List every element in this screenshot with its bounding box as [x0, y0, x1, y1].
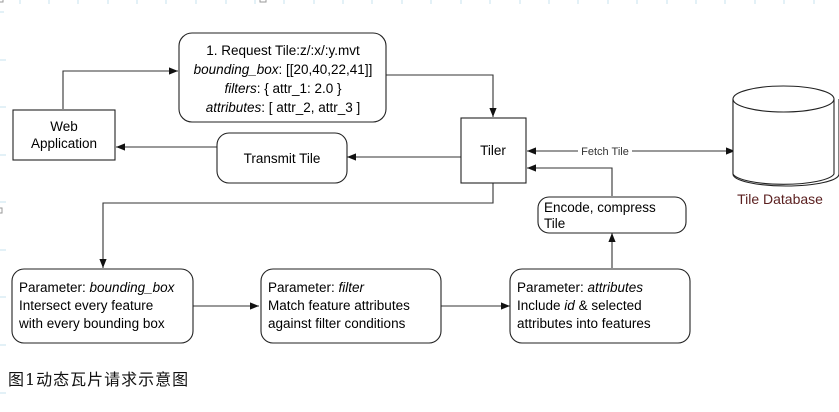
request-attrs-line: attributes: [ attr_2, attr_3 ]	[206, 100, 361, 115]
request-attrs-key: attributes	[206, 100, 262, 115]
param-attrs-key: attributes	[588, 280, 644, 295]
param-bbox-line-3: with every bounding box	[18, 316, 165, 331]
web-app-line-2: Application	[31, 136, 97, 151]
param-attrs-line2-post: & selected	[575, 298, 642, 313]
param-attributes-node[interactable]: Parameter: attributes Include id & selec…	[509, 268, 691, 344]
fetch-label-bg	[578, 144, 632, 157]
param-bounding-box-node[interactable]: Parameter: bounding_box Intersect every …	[11, 268, 194, 344]
param-filter-line-3: against filter conditions	[268, 316, 406, 331]
param-bbox-line-2: Intersect every feature	[19, 298, 153, 313]
request-bbox-key: bounding_box	[194, 62, 280, 77]
param-attrs-line2-pre: Include	[517, 298, 564, 313]
edge-encode-to-tiler	[527, 164, 613, 196]
request-tile-node[interactable]: 1. Request Tile:z/:x/:y.mvt bounding_box…	[178, 32, 387, 123]
param-attrs-line-3: attributes into features	[517, 316, 651, 331]
edges	[62, 67, 735, 310]
param-attrs-title: Parameter: attributes	[517, 280, 643, 295]
param-attrs-line2-key: id	[564, 298, 575, 313]
edge-tiler-to-param-bbox	[99, 183, 494, 268]
param-filter-title: Parameter: filter	[268, 280, 365, 295]
param-bbox-key: bounding_box	[90, 280, 176, 295]
web-app-line-1: Web	[50, 119, 78, 134]
transmit-tile-node[interactable]: Transmit Tile	[216, 132, 348, 184]
param-filter-line-2: Match feature attributes	[268, 298, 410, 313]
tile-database-label: Tile Database	[737, 191, 823, 207]
request-line-1: 1. Request Tile:z/:x/:y.mvt	[206, 43, 360, 58]
fetch-tile-label: Fetch Tile	[581, 146, 629, 158]
figure-caption: 图1动态瓦片请求示意图	[8, 370, 190, 389]
tile-database-node[interactable]: Tile Database	[732, 85, 839, 207]
request-filters-val: : { attr_1: 2.0 }	[257, 81, 342, 96]
request-bbox-line: bounding_box: [[20,40,22,41]]	[194, 62, 373, 77]
request-attrs-val: : [ attr_2, attr_3 ]	[261, 100, 360, 115]
param-attrs-prefix: Parameter:	[517, 280, 588, 295]
encode-line-1: Encode, compress	[544, 200, 656, 215]
param-filter-key: filter	[339, 280, 365, 295]
request-filters-line: filters: { attr_1: 2.0 }	[224, 81, 342, 96]
param-filter-prefix: Parameter:	[268, 280, 339, 295]
ruler-marks	[0, 0, 815, 394]
encode-compress-node[interactable]: Encode, compress Tile	[537, 196, 687, 234]
request-bbox-val: : [[20,40,22,41]]	[279, 62, 373, 77]
request-filters-key: filters	[224, 81, 257, 96]
web-application-node[interactable]: Web Application	[12, 109, 116, 161]
encode-line-2: Tile	[544, 216, 565, 231]
transmit-label: Transmit Tile	[244, 151, 321, 166]
param-bbox-prefix: Parameter:	[19, 280, 90, 295]
param-filter-node[interactable]: Parameter: filter Match feature attribut…	[260, 268, 442, 344]
edge-request-to-tiler	[386, 74, 497, 117]
param-bbox-title: Parameter: bounding_box	[19, 280, 176, 295]
tiler-node[interactable]: Tiler	[460, 117, 527, 184]
param-attrs-line-2: Include id & selected	[517, 298, 642, 313]
edge-webapp-to-request	[62, 67, 178, 109]
tiler-label: Tiler	[480, 143, 506, 158]
